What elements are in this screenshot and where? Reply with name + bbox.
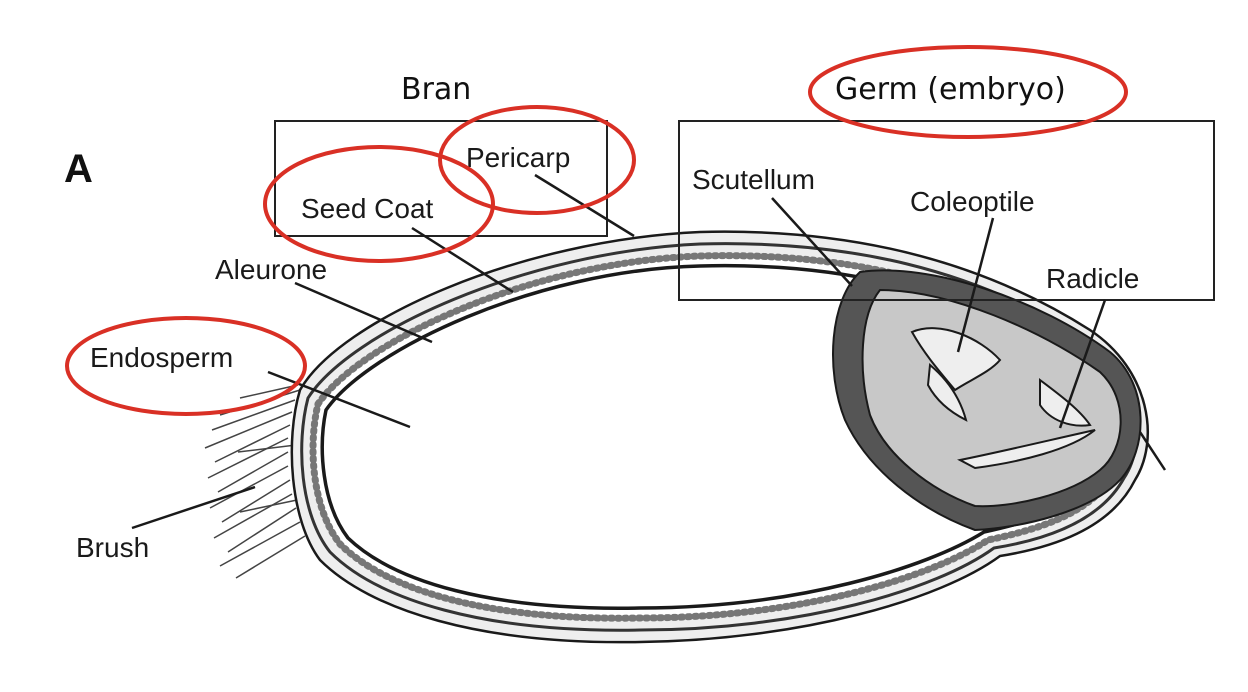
leader-endosperm xyxy=(267,370,411,429)
germ-box xyxy=(678,120,1215,301)
seed-coat-layer xyxy=(300,242,1139,632)
aleurone-label: Aleurone xyxy=(215,254,327,285)
bran-heading: Bran xyxy=(401,72,471,107)
radicle-label: Radicle xyxy=(1046,263,1139,294)
endosperm-label: Endosperm xyxy=(90,342,233,373)
highlight-endosperm xyxy=(65,316,307,416)
brush-hairs xyxy=(204,384,306,579)
highlight-pericarp xyxy=(438,105,636,215)
germ-heading: Germ (embryo) xyxy=(835,72,1066,107)
scutellum-label: Scutellum xyxy=(692,164,815,195)
coleoptile-label: Coleoptile xyxy=(910,186,1035,217)
pericarp-label: Pericarp xyxy=(466,142,570,173)
leader-scutellum xyxy=(771,197,853,287)
leader-radicle xyxy=(1058,299,1107,429)
highlight-seed-coat xyxy=(263,145,495,263)
brush-label: Brush xyxy=(76,532,149,563)
highlight-circles xyxy=(65,45,1128,416)
highlight-germ xyxy=(808,45,1128,139)
panel-label: A xyxy=(64,147,93,191)
leader-coleoptile xyxy=(956,217,995,353)
leader-seed-coat xyxy=(411,226,514,294)
leader-tip xyxy=(1138,431,1167,471)
seed-coat-label: Seed Coat xyxy=(301,193,434,224)
embryo-inner-structures xyxy=(910,327,1096,470)
leader-brush xyxy=(131,485,256,530)
leader-aleurone xyxy=(294,281,433,344)
